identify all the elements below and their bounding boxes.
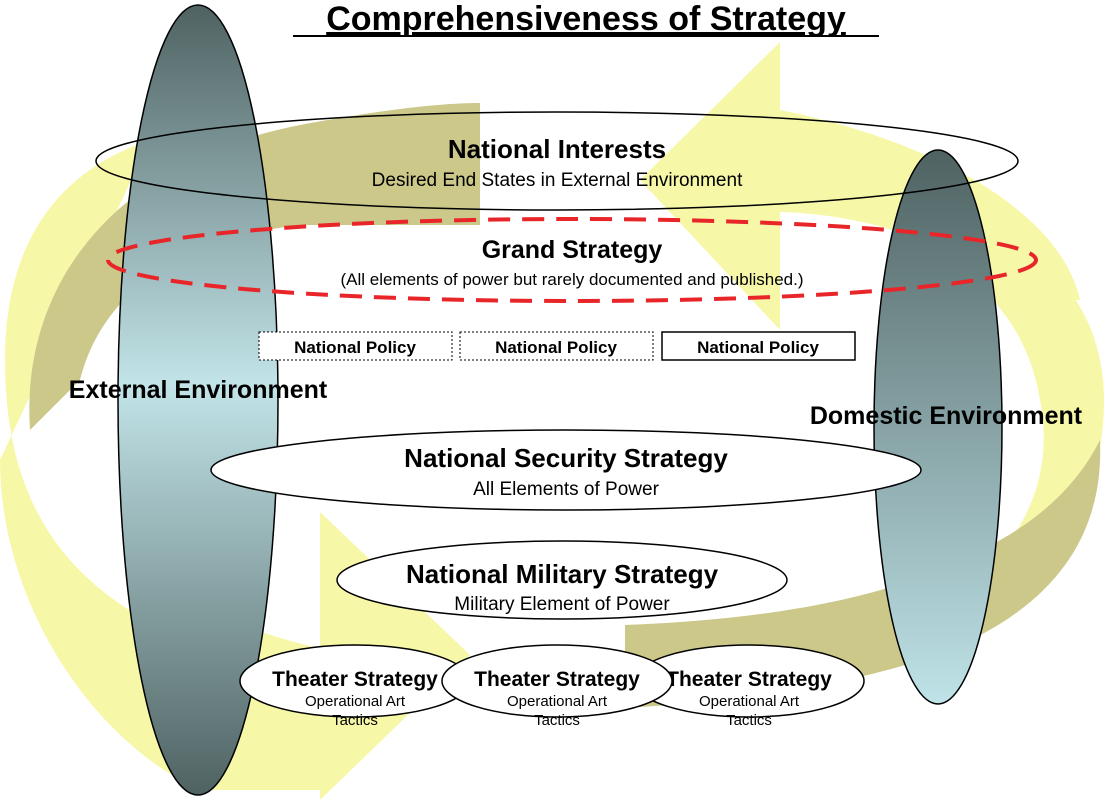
theater-strategy-line1-3: Operational Art bbox=[699, 693, 800, 710]
external-environment-label: External Environment bbox=[69, 376, 328, 404]
domestic-environment-label: Domestic Environment bbox=[810, 402, 1083, 430]
theater-strategy-line1-1: Operational Art bbox=[305, 693, 406, 710]
theater-strategy-heading-1: Theater Strategy bbox=[272, 668, 438, 691]
national-policy-label-3: National Policy bbox=[697, 338, 819, 357]
arrow-right-light bbox=[960, 230, 1104, 550]
page-title: Comprehensiveness of Strategy bbox=[326, 0, 846, 38]
grand-strategy-ellipse bbox=[106, 217, 1038, 303]
national-policy-box-3 bbox=[661, 331, 856, 361]
arrow-top-olive bbox=[29, 82, 480, 430]
theater-strategy-line2-1: Tactics bbox=[332, 712, 378, 729]
national-interests-heading: National Interests bbox=[448, 134, 666, 164]
national-policy-box-2 bbox=[459, 331, 654, 361]
national-policy-row: National Policy National Policy National… bbox=[258, 331, 856, 361]
theater-strategy-line1-2: Operational Art bbox=[507, 693, 608, 710]
national-military-strategy-ellipse bbox=[336, 540, 788, 620]
domestic-environment-pillar bbox=[873, 149, 1003, 705]
theater-strategy-line2-3: Tactics bbox=[726, 712, 772, 729]
theater-strategy-ellipse-2 bbox=[441, 644, 673, 718]
theater-strategy-heading-3: Theater Strategy bbox=[666, 668, 832, 691]
national-security-strategy-ellipse bbox=[210, 429, 922, 511]
national-interests-subtitle: Desired End States in External Environme… bbox=[372, 170, 743, 191]
national-military-strategy-subtitle: Military Element of Power bbox=[454, 594, 670, 615]
grand-strategy-heading: Grand Strategy bbox=[482, 236, 663, 264]
national-policy-box-1 bbox=[258, 331, 453, 361]
national-policy-label-2: National Policy bbox=[495, 338, 617, 357]
theater-strategy-2: Theater Strategy Operational Art Tactics bbox=[441, 644, 673, 729]
national-security-strategy-heading: National Security Strategy bbox=[404, 443, 728, 473]
national-security-strategy-subtitle: All Elements of Power bbox=[473, 479, 660, 500]
national-military-strategy-heading: National Military Strategy bbox=[406, 559, 719, 589]
national-interests-ellipse bbox=[95, 111, 1019, 211]
theater-strategy-line2-2: Tactics bbox=[534, 712, 580, 729]
national-policy-label-1: National Policy bbox=[294, 338, 416, 357]
arrow-left-light bbox=[0, 140, 320, 790]
external-environment-pillar bbox=[117, 4, 279, 796]
grand-strategy-subtitle: (All elements of power but rarely docume… bbox=[340, 270, 803, 289]
theater-strategy-1: Theater Strategy Operational Art Tactics bbox=[239, 644, 471, 729]
theater-strategy-heading-2: Theater Strategy bbox=[474, 668, 640, 691]
